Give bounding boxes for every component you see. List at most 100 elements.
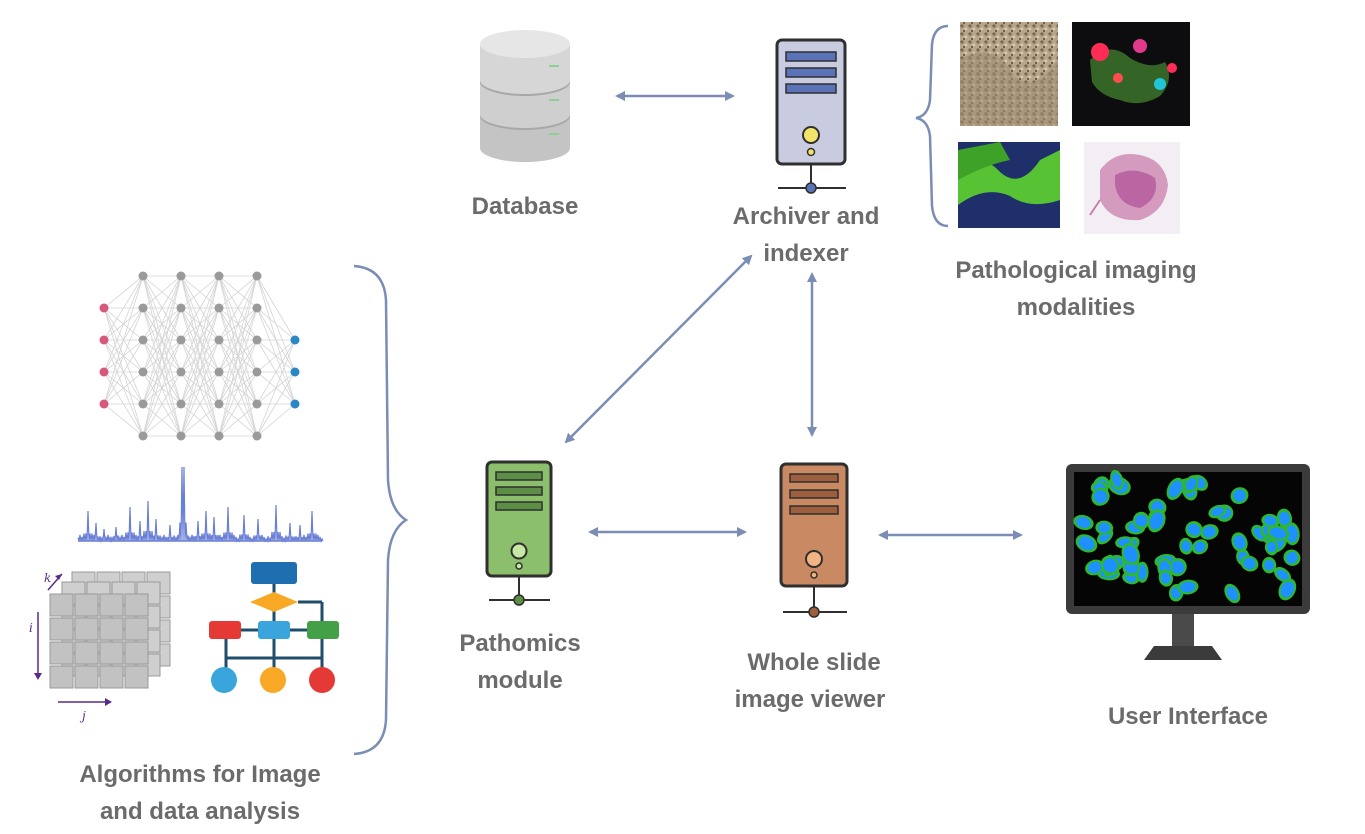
algorithms-brace — [353, 264, 409, 756]
nn-edge — [103, 403, 144, 437]
tensor-cell — [49, 665, 74, 689]
tensor-cell — [74, 665, 99, 689]
green-fluorescence-image-icon — [958, 142, 1060, 228]
cell — [1091, 487, 1110, 506]
nn-node — [176, 335, 186, 345]
nn-edge — [142, 275, 182, 341]
pathomics-label-line2: module — [477, 667, 562, 694]
archiver-server-icon — [775, 38, 847, 194]
cell — [1168, 558, 1187, 577]
cell — [1283, 549, 1301, 566]
nn-node — [214, 271, 224, 281]
nn-edge — [218, 403, 258, 437]
cell — [1147, 509, 1166, 533]
cells-layer — [1073, 469, 1301, 604]
tensor-cell — [49, 641, 74, 665]
nn-edge — [256, 275, 296, 341]
nn-edge — [103, 339, 144, 405]
spectrum-icon — [77, 466, 324, 544]
nn-node — [138, 271, 148, 281]
nn-node — [252, 367, 262, 377]
nn-edge — [142, 275, 182, 309]
nn-node — [290, 367, 300, 377]
nn-node — [99, 367, 109, 377]
cell — [1177, 579, 1199, 595]
nn-edge — [256, 339, 296, 405]
pathological-label-line1: Pathological imaging — [955, 257, 1196, 284]
he-stain-image-icon — [1084, 142, 1180, 234]
tensor-cell — [49, 617, 74, 641]
nn-node — [99, 399, 109, 409]
nn-node — [176, 399, 186, 409]
cell — [1230, 487, 1249, 505]
cell — [1183, 475, 1199, 494]
cell — [1240, 555, 1259, 572]
nn-node — [99, 335, 109, 345]
nn-node — [138, 431, 148, 441]
nn-node — [214, 367, 224, 377]
tensor-cell — [99, 593, 124, 617]
nn-edge — [180, 275, 220, 309]
tensor-icon — [49, 571, 171, 689]
tensor-cell — [49, 593, 74, 617]
nn-node — [214, 303, 224, 313]
nn-edge — [142, 275, 182, 373]
viewer-label-line1: Whole slide — [747, 649, 880, 676]
tensor-cell — [99, 617, 124, 641]
nn-edge — [180, 275, 220, 341]
cell — [1224, 583, 1241, 604]
nn-edge — [180, 403, 220, 437]
tensor-cell — [124, 593, 149, 617]
database-icon — [480, 30, 570, 162]
cell — [1261, 513, 1280, 528]
cell — [1278, 578, 1297, 601]
nn-edge — [218, 275, 258, 309]
cell — [1095, 520, 1114, 535]
cell — [1231, 532, 1248, 553]
tensor-cell — [99, 641, 124, 665]
nn-edge — [256, 403, 296, 437]
viewer-server-icon — [779, 462, 849, 618]
nn-node — [138, 303, 148, 313]
nn-edge — [142, 275, 182, 405]
cell — [1121, 542, 1140, 566]
nn-node — [99, 303, 109, 313]
archiver-label-line1: Archiver and — [733, 203, 880, 230]
nn-edge — [218, 371, 258, 437]
nn-edge — [142, 307, 182, 437]
nn-node — [252, 335, 262, 345]
imaging-brace — [915, 24, 949, 228]
tensor-axis-j: j — [79, 709, 86, 723]
cell — [1265, 538, 1279, 556]
nn-node — [252, 431, 262, 441]
cell — [1179, 537, 1193, 555]
nn-node — [138, 335, 148, 345]
tensor-cell — [74, 641, 99, 665]
nn-edge — [180, 275, 220, 373]
nn-edge — [218, 275, 258, 405]
cell — [1191, 539, 1209, 555]
nn-node — [214, 335, 224, 345]
cell — [1100, 555, 1120, 576]
tensor-cell — [74, 617, 99, 641]
viewer-label-line2: image viewer — [735, 686, 886, 713]
nn-edge — [256, 339, 296, 373]
nn-edge — [180, 275, 220, 405]
nn-edge — [142, 275, 182, 437]
cell — [1166, 477, 1184, 501]
tensor-axis-i: i — [29, 621, 33, 635]
nn-node — [176, 367, 186, 377]
nn-node — [252, 399, 262, 409]
nn-edge — [218, 275, 258, 373]
algorithms-label-line1: Algorithms for Image — [79, 761, 320, 788]
nn-node — [252, 303, 262, 313]
arrow-pathomics-archiver — [564, 254, 753, 444]
nn-node — [176, 271, 186, 281]
cell — [1284, 522, 1300, 546]
cell — [1110, 469, 1124, 491]
nn-edge — [218, 307, 258, 437]
cell — [1075, 534, 1098, 553]
nn-node — [214, 431, 224, 441]
nn-edge — [103, 275, 144, 405]
